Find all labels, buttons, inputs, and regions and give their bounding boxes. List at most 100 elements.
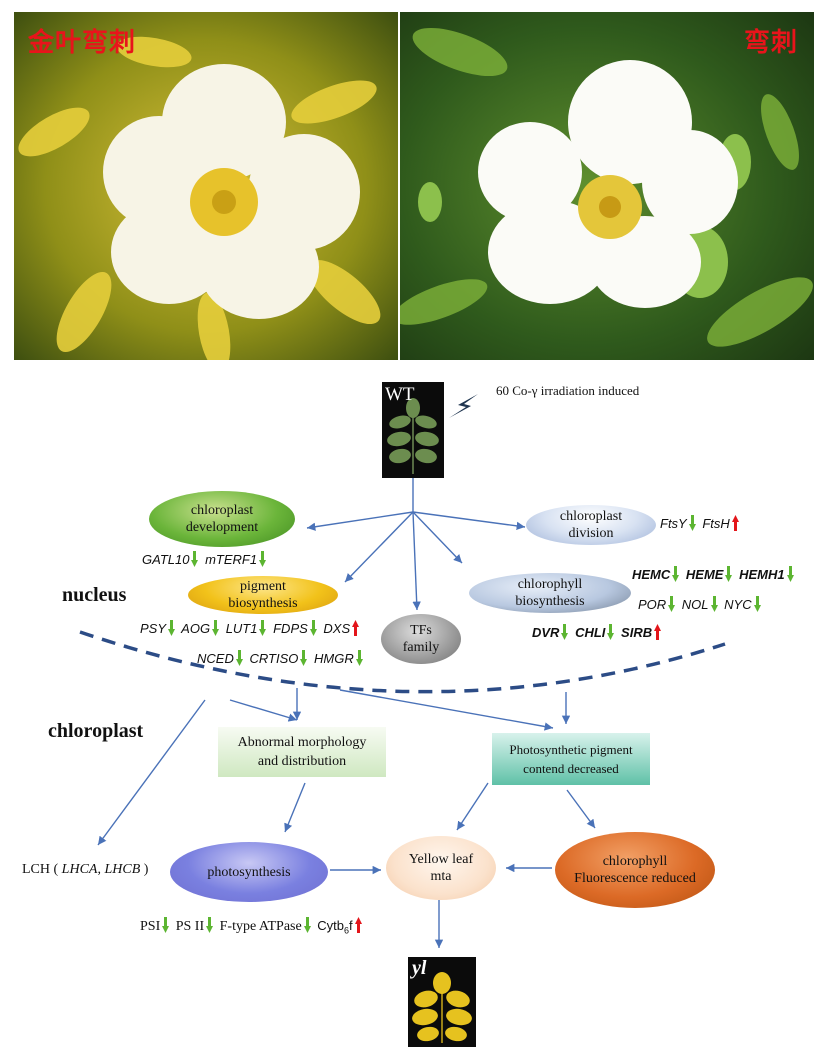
pigment-biosynthesis-node: pigment biosynthesis — [188, 576, 338, 614]
photosynthetic-pigment-text: Photosynthetic pigment contend decreased — [509, 742, 633, 776]
up-arrow-icon — [654, 624, 662, 640]
gene-DXS: DXS — [323, 621, 351, 636]
down-arrow-icon — [235, 650, 243, 666]
up-arrow-icon — [352, 620, 360, 636]
rose-label: 弯刺 — [743, 28, 798, 58]
gene-GATL10: GATL10 — [142, 552, 190, 567]
genes-pigment-row1: PSY AOG LUT1 FDPS DXS — [140, 620, 362, 636]
gene-DVR: DVR — [532, 625, 560, 640]
gene-HEME: HEME — [685, 567, 724, 582]
nucleus-boundary — [79, 630, 726, 694]
genes-chlorophyll-row2: POR NOL NYC — [638, 596, 764, 612]
gene-FtsY: FtsY — [660, 516, 687, 531]
chloroplast-development-text: chloroplast development — [185, 503, 259, 535]
down-arrow-icon — [191, 551, 199, 567]
yellow-leaf-text: Yellow leaf mta — [408, 852, 474, 884]
chlorophyll-fluorescence-text: chlorophyll Fluorescence reduced — [574, 854, 696, 886]
down-arrow-icon — [355, 650, 363, 666]
tfs-family-node: TFs family — [381, 614, 461, 664]
down-arrow-icon — [303, 917, 311, 933]
gene-LHCA: LHCA — [61, 862, 98, 877]
gene-PSII: PS II — [175, 919, 205, 934]
lch-suffix: ) — [143, 862, 149, 877]
down-arrow-icon — [786, 566, 794, 582]
photosystem-genes: PSI PS II F-type ATPase Cytb6f — [140, 917, 365, 936]
genes-chlorophyll-row1: HEMC HEME HEMH1 — [632, 566, 797, 582]
genes-chloroplast-division: FtsY FtsH — [660, 515, 742, 531]
abnormal-morphology-text: Abnormal morphology and distribution — [237, 735, 367, 769]
down-arrow-icon — [162, 917, 170, 933]
chlorophyll-biosynthesis-text: chlorophyll biosynthesis — [515, 577, 585, 609]
gene-NYC: NYC — [724, 597, 752, 612]
cytb-text: Cytb — [317, 918, 344, 933]
down-arrow-icon — [309, 620, 317, 636]
up-arrow-icon — [731, 515, 739, 531]
gene-LUT1: LUT1 — [225, 621, 258, 636]
gene-HEMH1: HEMH1 — [739, 567, 785, 582]
cytb-sub: 6 — [343, 925, 349, 936]
lch-genes: LCH ( LHCA, LHCB ) — [22, 862, 148, 878]
down-arrow-icon — [607, 624, 615, 640]
down-arrow-icon — [710, 596, 718, 612]
yellow-leaf-node: Yellow leaf mta — [386, 836, 496, 900]
up-arrow-icon — [354, 917, 362, 933]
gene-POR: POR — [638, 597, 667, 612]
gene-CRTISO: CRTISO — [249, 651, 299, 666]
photosynthesis-node: photosynthesis — [170, 842, 328, 902]
down-arrow-icon — [753, 596, 761, 612]
golden-leaf-label: 金叶弯刺 — [28, 28, 137, 58]
abnormal-morphology-node: Abnormal morphology and distribution — [218, 727, 386, 777]
irradiation-label: 60 Co-γ irradiation induced — [496, 383, 640, 398]
yl-label: yl — [412, 957, 427, 979]
cytb-end: f — [348, 918, 353, 933]
gene-HEMC: HEMC — [632, 567, 671, 582]
gene-SIRB: SIRB — [621, 625, 653, 640]
chloroplast-development-node: chloroplast development — [149, 491, 295, 547]
genes-pigment-row2: NCED CRTISO HMGR — [197, 650, 366, 666]
chloroplast-division-node: chloroplast division — [526, 505, 656, 545]
down-arrow-icon — [300, 650, 308, 666]
down-arrow-icon — [561, 624, 569, 640]
gene-FtsH: FtsH — [702, 516, 730, 531]
down-arrow-icon — [672, 566, 680, 582]
down-arrow-icon — [259, 551, 267, 567]
chlorophyll-biosynthesis-node: chlorophyll biosynthesis — [469, 573, 631, 613]
rose-photo: 弯刺 — [400, 12, 814, 360]
down-arrow-icon — [206, 917, 214, 933]
gene-AOG: AOG — [181, 621, 211, 636]
chlorophyll-fluorescence-node: chlorophyll Fluorescence reduced — [555, 832, 715, 908]
genes-chlorophyll-row3: DVR CHLI SIRB — [532, 624, 664, 640]
wt-label: WT — [385, 384, 415, 405]
yl-leaf-image: yl — [408, 957, 476, 1047]
nucleus-label: nucleus — [62, 584, 127, 606]
down-arrow-icon — [725, 566, 733, 582]
genes-chloroplast-development: GATL10 mTERF1 — [142, 551, 269, 567]
gene-FDPS: FDPS — [273, 621, 308, 636]
down-arrow-icon — [668, 596, 676, 612]
gene-NOL: NOL — [681, 597, 709, 612]
gene-NCED: NCED — [197, 651, 234, 666]
wt-leaf-image: WT — [382, 382, 444, 478]
gene-PSI: PSI — [140, 919, 161, 934]
gene-PSY: PSY — [140, 621, 167, 636]
gene-HMGR: HMGR — [313, 651, 354, 666]
pigment-biosynthesis-text: pigment biosynthesis — [228, 579, 298, 611]
gene-CHLI: CHLI — [575, 625, 606, 640]
down-arrow-icon — [212, 620, 220, 636]
down-arrow-icon — [259, 620, 267, 636]
lch-prefix: LCH ( — [22, 862, 59, 877]
tfs-family-text: TFs family — [402, 623, 440, 655]
gene-LHCB: LHCB — [104, 862, 141, 877]
photosynthetic-pigment-node: Photosynthetic pigment contend decreased — [492, 733, 650, 785]
down-arrow-icon — [688, 515, 696, 531]
gene-F-type-ATPase: F-type ATPase — [219, 919, 302, 934]
down-arrow-icon — [168, 620, 176, 636]
photosynthesis-text: photosynthesis — [207, 864, 291, 880]
golden-leaf-rose-photo: 金叶弯刺 — [14, 12, 398, 360]
lch-sep: , — [97, 862, 101, 877]
gene-Cytb6f: Cytb6f — [317, 918, 353, 936]
lightning-icon — [449, 394, 478, 418]
gene-mTERF1: mTERF1 — [205, 552, 258, 567]
chloroplast-division-text: chloroplast division — [559, 509, 623, 541]
